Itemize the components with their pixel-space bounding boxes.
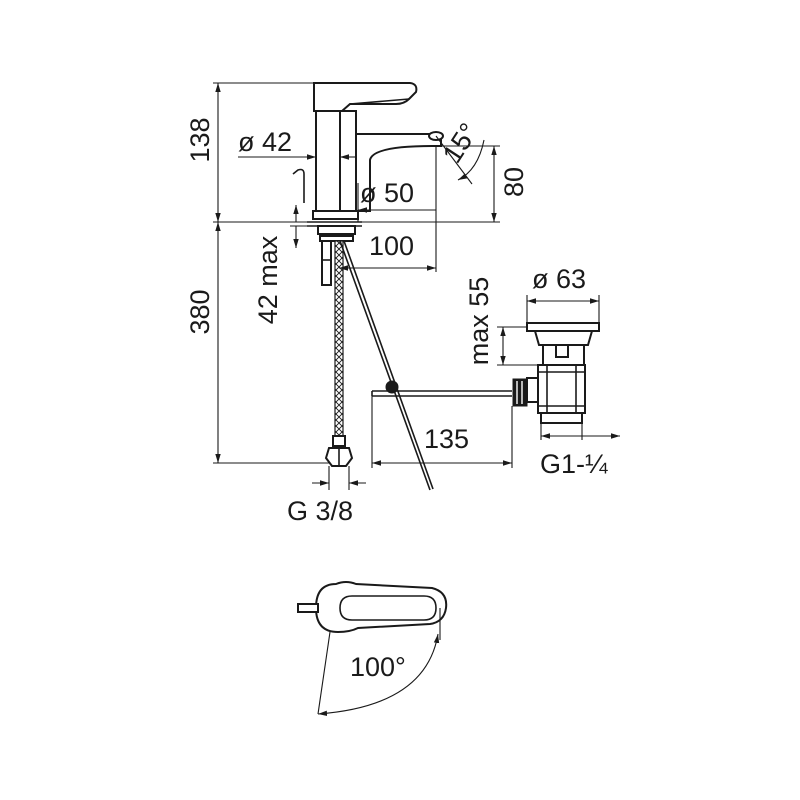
dim-spout-reach: 100 [369, 231, 414, 261]
dim-lever-rotation: 100° [350, 652, 406, 682]
faucet-body [315, 110, 341, 212]
dim-rod-length: 135 [424, 424, 469, 454]
threaded-shank [321, 240, 332, 286]
lever-handle [313, 82, 418, 112]
faucet-base [312, 210, 359, 220]
dim-hose-length: 380 [185, 289, 215, 334]
dim-waste-thread: G1-¼ [540, 449, 608, 479]
waste-flange [526, 322, 600, 332]
dim-waste-height: max 55 [464, 277, 494, 366]
waste-assembly [512, 322, 600, 424]
dim-base-diameter: ø 50 [360, 178, 414, 208]
rod-clip [385, 380, 399, 394]
top-view [297, 581, 448, 717]
dim-inlet-thread: G 3/8 [287, 496, 353, 526]
faucet-elevation [292, 82, 512, 491]
popup-rod [292, 168, 305, 203]
dim-spout-height: 80 [499, 167, 529, 197]
dim-waste-diameter: ø 63 [532, 264, 586, 294]
dim-spout-diameter: ø 42 [238, 127, 292, 157]
dim-height-total: 138 [185, 117, 215, 162]
pivot-nut [512, 378, 528, 407]
dimension-lines [213, 82, 620, 490]
flexible-hose [334, 240, 344, 437]
lever-top-view [314, 581, 448, 634]
linkage-rod [339, 240, 431, 491]
dimension-labels: 138 ø 42 15° 80 ø 50 100 42 max 380 max … [185, 117, 608, 682]
dim-deck-thickness: 42 max [253, 235, 283, 324]
